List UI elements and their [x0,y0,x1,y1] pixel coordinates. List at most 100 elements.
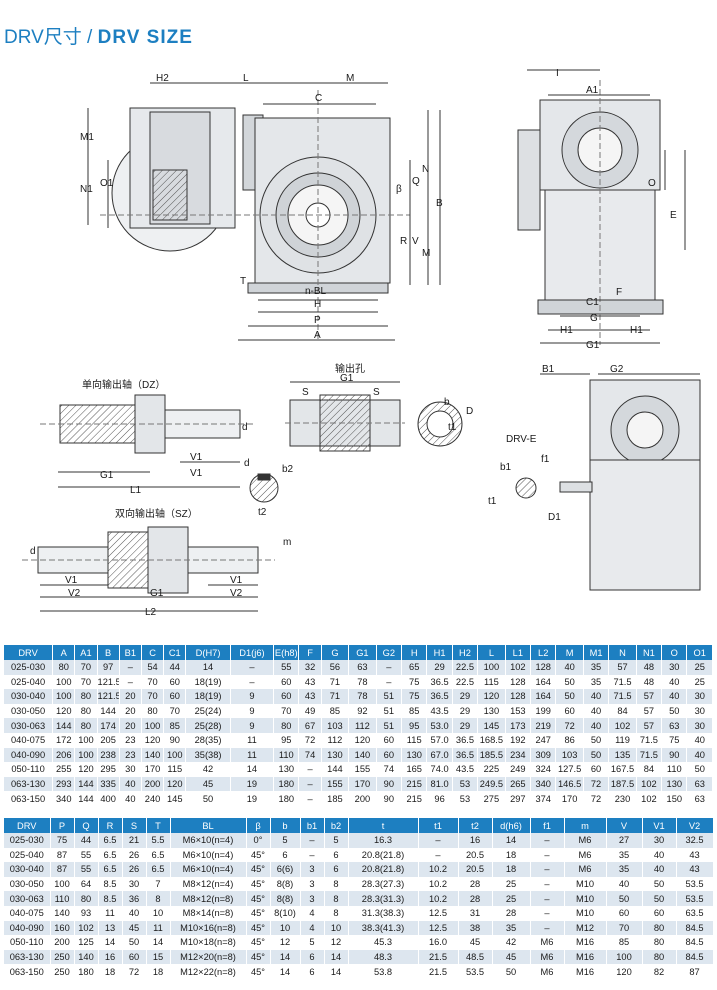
table-cell: 44 [163,660,187,675]
table-cell: 128 [505,674,532,690]
column-header: S [122,818,147,833]
table-cell: 170 [141,762,165,777]
table-cell: 115 [401,732,428,748]
svg-text:t1: t1 [448,422,457,433]
table-cell: 10.2 [418,876,459,892]
table-cell: 30 [122,876,147,892]
table-cell: M8×14(n=8) [170,905,247,921]
table-cell: 60 [273,689,300,704]
table-cell: 219 [530,718,557,733]
table-cell: 102 [636,776,663,792]
table-cell: 22.5 [452,660,479,675]
table-cell: 74 [376,762,403,777]
table-cell: 144 [52,718,76,733]
table-cell: – [300,833,325,848]
table-cell: M6 [564,833,607,848]
table-cell: 32 [298,660,322,675]
column-header: N [608,645,637,660]
table-cell: 215 [401,791,428,806]
table-cell: 26 [122,862,147,877]
table-cell: M12×20(n=8) [170,949,247,965]
svg-text:L2: L2 [145,607,157,618]
column-header: m [564,818,607,833]
table-cell: 340 [530,776,557,792]
drve-view-drawing [515,373,701,591]
table-cell: 43.5 [426,703,453,719]
table-cell: 10 [270,920,301,936]
table-cell: 45° [246,862,271,877]
table-cell: 50 [583,747,610,763]
table-cell: 112 [321,732,350,748]
table-cell: 100 [606,949,643,965]
table-cell: 200 [50,935,75,950]
table-cell: 84 [636,762,663,777]
table-cell: 100 [163,747,187,763]
column-header: b2 [324,818,349,833]
table-cell: 87 [50,862,75,877]
table-cell: 53.0 [426,718,453,733]
table-cell: 249.5 [477,776,506,792]
table-cell: 5 [270,833,301,848]
svg-text:G1: G1 [340,373,354,384]
table-cell: 130 [477,703,506,719]
svg-text:M: M [422,248,430,259]
table-cell: 100 [52,674,76,690]
table-cell: 063-130 [4,776,54,792]
table-cell: 50 [686,762,713,777]
table-cell: 127.5 [555,762,584,777]
table-cell: 50 [606,891,643,906]
table-cell: 130 [661,776,688,792]
table-cell: 112 [348,718,377,733]
table-cell: 140 [141,747,165,763]
table-cell: 90 [376,776,403,792]
table-cell: 230 [608,791,637,806]
table-cell: 19 [230,776,275,792]
table-cell: 167.5 [608,762,637,777]
svg-text:G1: G1 [150,588,164,599]
table-cell: 80 [74,703,98,719]
table-cell: 6 [300,964,325,979]
table-cell: 60 [642,905,677,921]
table-cell: 27 [606,833,643,848]
svg-text:V1: V1 [190,468,203,479]
svg-text:H2: H2 [156,73,169,84]
column-header: D1(j6) [230,645,275,660]
column-header: C [141,645,165,660]
table-cell: 40 [661,674,688,690]
table-cell: 78 [348,674,377,690]
table-cell: 10 [146,905,171,921]
table-cell: 38 [458,920,493,936]
table-cell: – [530,876,565,892]
table-cell: 63.5 [676,905,714,921]
table-cell: 23 [119,747,142,763]
table-cell: 5 [300,935,325,950]
table-cell: 130 [273,762,300,777]
table-cell: 35 [492,920,531,936]
table-cell: 71.5 [608,674,637,690]
column-header: A [52,645,76,660]
table-cell: 50 [661,703,688,719]
svg-text:Q: Q [412,176,420,187]
table-cell: 040-090 [4,920,51,936]
table-cell: 45 [458,935,493,950]
table-cell: 20.5 [458,847,493,863]
table-cell: 030-040 [4,862,51,877]
svg-text:d: d [30,546,36,557]
table-cell: 100 [141,718,165,733]
column-header: G1 [348,645,377,660]
table-cell: 18 [146,964,171,979]
table-cell: 040-075 [4,905,51,921]
table-cell: M10×18(n=8) [170,935,247,950]
table-cell: 0° [246,833,271,848]
table-cell: 53 [452,776,479,792]
svg-text:G: G [590,313,598,324]
table-cell: 8(10) [270,905,301,921]
table-cell: 4 [300,905,325,921]
table-cell: 80 [273,718,300,733]
table-cell: 60 [583,762,610,777]
